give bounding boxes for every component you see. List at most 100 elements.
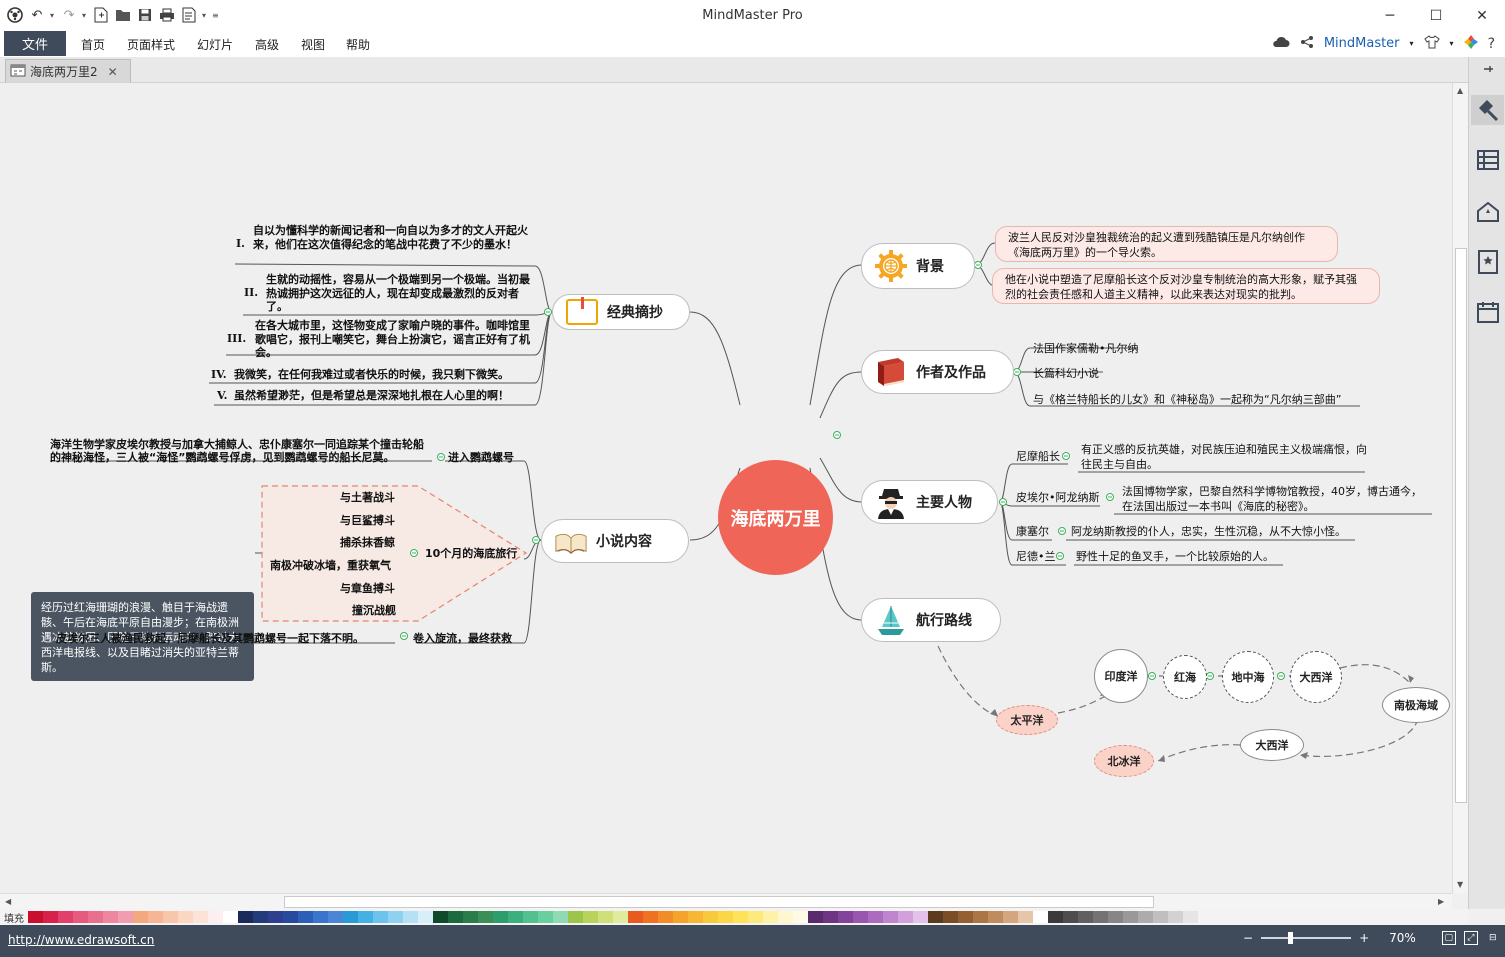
color-swatch[interactable]: [928, 911, 943, 923]
route-stop-red-sea[interactable]: 红海: [1163, 655, 1207, 699]
color-swatch[interactable]: [448, 911, 463, 923]
color-swatch[interactable]: [868, 911, 883, 923]
color-swatch[interactable]: [208, 911, 223, 923]
color-swatch[interactable]: [808, 911, 823, 923]
account-dropdown-icon[interactable]: ▾: [1409, 39, 1414, 48]
character-name-3[interactable]: 康塞尔: [1016, 525, 1049, 538]
clipart-icon[interactable]: [1471, 197, 1504, 227]
redo-icon[interactable]: ↷: [63, 7, 75, 23]
color-swatch[interactable]: [1183, 911, 1198, 923]
color-swatch[interactable]: [673, 911, 688, 923]
excerpt-5[interactable]: 虽然希望渺茫，但是希望总是深深地扎根在人心里的啊！: [234, 389, 509, 402]
color-swatch[interactable]: [1138, 911, 1153, 923]
color-swatch[interactable]: [433, 911, 448, 923]
share-icon[interactable]: [1300, 35, 1314, 52]
document-tab[interactable]: 海底两万里2 ✕: [5, 59, 131, 83]
route-stop-antarctic[interactable]: 南极海域: [1382, 687, 1450, 723]
full-screen-icon[interactable]: ⤢: [1463, 931, 1478, 945]
color-swatch[interactable]: [133, 911, 148, 923]
zoom-slider-knob[interactable]: [1288, 932, 1294, 944]
help-icon[interactable]: ?: [1487, 35, 1495, 52]
author-item-1[interactable]: 法国作家儒勒•凡尔纳: [1033, 342, 1139, 355]
fit-page-icon[interactable]: ▢: [1441, 931, 1456, 945]
route-stop-arctic[interactable]: 北冰洋: [1094, 745, 1154, 777]
content-end-note[interactable]: 皮埃尔三人被渔民救起，尼摩船长及其鹦鹉螺号一起下落不明。: [56, 632, 364, 645]
color-swatch[interactable]: [853, 911, 868, 923]
task-icon[interactable]: [1471, 297, 1504, 327]
background-note-2[interactable]: 他在小说中塑造了尼摩船长这个反对沙皇专制统治的高大形象，赋予其强烈的社会责任感和…: [992, 268, 1380, 304]
color-swatch[interactable]: [373, 911, 388, 923]
redo-dropdown-icon[interactable]: ▾: [82, 10, 87, 20]
new-icon[interactable]: [92, 6, 110, 24]
color-swatch[interactable]: [988, 911, 1003, 923]
character-name-4[interactable]: 尼德•兰: [1016, 550, 1056, 563]
color-swatch[interactable]: [898, 911, 913, 923]
color-swatch[interactable]: [598, 911, 613, 923]
author-item-2[interactable]: 长篇科幻小说: [1033, 367, 1099, 380]
topic-route[interactable]: 航行路线: [861, 598, 1001, 642]
topic-background[interactable]: 背景: [861, 243, 975, 289]
journey-item-6[interactable]: 撞沉战舰: [352, 604, 396, 617]
route-stop-atlantic-2[interactable]: 大西洋: [1240, 729, 1304, 761]
apps-icon[interactable]: [1463, 35, 1478, 52]
excerpt-3[interactable]: 在各大城市里，这怪物变成了家喻户晓的事件。咖啡馆里歌唱它，报刊上嘲笑它，舞台上扮…: [255, 319, 530, 359]
scroll-right-icon[interactable]: ▶: [1438, 897, 1445, 906]
minimize-button[interactable]: ─: [1385, 7, 1395, 24]
save-icon[interactable]: [136, 6, 154, 24]
open-icon[interactable]: [114, 6, 132, 24]
zoom-out-button[interactable]: −: [1243, 931, 1254, 945]
color-swatch[interactable]: [538, 911, 553, 923]
cloud-icon[interactable]: [1272, 36, 1290, 51]
color-swatch[interactable]: [343, 911, 358, 923]
skin-dropdown-icon[interactable]: ▾: [1449, 39, 1454, 48]
color-swatch[interactable]: [883, 911, 898, 923]
color-swatch[interactable]: [358, 911, 373, 923]
author-item-3[interactable]: 与《格兰特船长的儿女》和《神秘岛》一起称为“凡尔纳三部曲”: [1033, 393, 1342, 406]
color-swatch[interactable]: [238, 911, 253, 923]
character-name-2[interactable]: 皮埃尔•阿龙纳斯: [1016, 491, 1100, 504]
scroll-left-icon[interactable]: ◀: [5, 897, 12, 906]
color-swatch[interactable]: [28, 911, 43, 923]
outline-icon[interactable]: [1471, 145, 1504, 175]
color-swatch[interactable]: [823, 911, 838, 923]
color-swatch[interactable]: [1153, 911, 1168, 923]
color-swatch[interactable]: [1048, 911, 1063, 923]
route-stop-pacific[interactable]: 太平洋: [996, 705, 1058, 735]
color-swatch[interactable]: [43, 911, 58, 923]
color-swatch[interactable]: [1123, 911, 1138, 923]
color-swatch[interactable]: [778, 911, 793, 923]
horizontal-scroll-thumb[interactable]: [284, 896, 1154, 908]
color-swatch[interactable]: [688, 911, 703, 923]
zoom-in-button[interactable]: +: [1359, 931, 1370, 945]
color-swatch[interactable]: [718, 911, 733, 923]
topic-content[interactable]: 小说内容: [541, 519, 689, 563]
topic-excerpts[interactable]: 经典摘抄: [552, 294, 690, 330]
format-brush-icon[interactable]: [1471, 95, 1504, 125]
route-stop-indian[interactable]: 印度洋: [1094, 649, 1148, 703]
color-swatch[interactable]: [733, 911, 748, 923]
presentation-icon[interactable]: ⊟: [1489, 933, 1497, 943]
color-swatch[interactable]: [73, 911, 88, 923]
logo-icon[interactable]: [6, 6, 24, 24]
color-swatch[interactable]: [268, 911, 283, 923]
menu-help[interactable]: 帮助: [346, 38, 371, 52]
color-swatch[interactable]: [838, 911, 853, 923]
account-brand-link[interactable]: MindMaster: [1323, 36, 1400, 51]
website-link[interactable]: http://www.edrawsoft.cn: [8, 933, 155, 947]
tab-close-icon[interactable]: ✕: [107, 64, 118, 79]
journey-item-4[interactable]: 南极冲破冰墙，重获氧气: [270, 559, 391, 572]
color-swatch[interactable]: [913, 911, 928, 923]
color-swatch[interactable]: [493, 911, 508, 923]
journey-item-3[interactable]: 捕杀抹香鲸: [340, 536, 395, 549]
color-swatch[interactable]: [1093, 911, 1108, 923]
export-icon[interactable]: [180, 6, 198, 24]
scroll-up-icon[interactable]: ▲: [1457, 86, 1464, 95]
excerpt-4[interactable]: 我微笑，在任何我难过或者快乐的时候，我只剩下微笑。: [234, 368, 509, 381]
excerpt-1[interactable]: 自以为懂科学的新闻记者和一向自以为多才的文人开起火来，他们在这次值得纪念的笔战中…: [253, 224, 528, 251]
file-menu-button[interactable]: 文件: [4, 31, 66, 56]
excerpt-2[interactable]: 生就的动摇性，容易从一个极端到另一个极端。当初最热诚拥护这次远征的人，现在却变成…: [266, 273, 530, 313]
color-swatch[interactable]: [613, 911, 628, 923]
scroll-down-icon[interactable]: ▼: [1457, 880, 1464, 889]
color-swatch[interactable]: [793, 911, 808, 923]
color-swatch[interactable]: [628, 911, 643, 923]
